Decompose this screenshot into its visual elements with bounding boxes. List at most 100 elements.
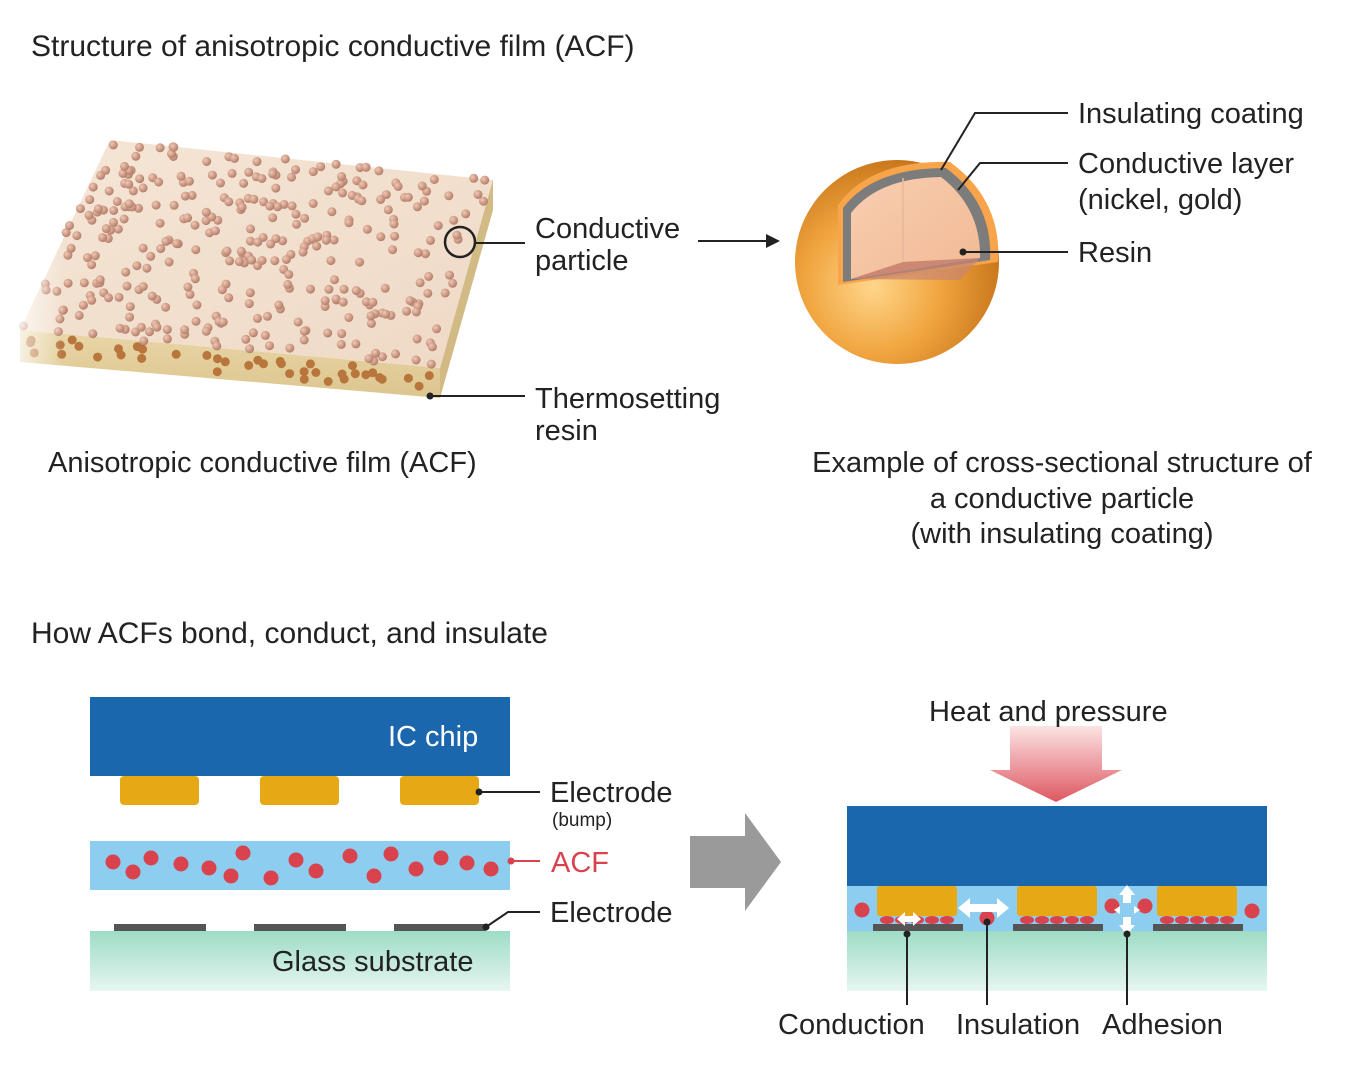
film-particle [440, 288, 450, 298]
conductive-particle-sphere [795, 160, 999, 364]
film-particle [253, 355, 263, 365]
acf-particle [223, 868, 239, 884]
film-particle [423, 288, 433, 298]
film-particle [260, 330, 270, 340]
film-particle [388, 245, 398, 255]
compressed-particle [1065, 916, 1079, 924]
film-particle [239, 178, 249, 188]
film-particle [275, 356, 285, 366]
film-particle [313, 232, 323, 242]
film-particle [411, 307, 421, 317]
bump-note: (bump) [552, 810, 613, 831]
film-particle [351, 339, 361, 349]
film-particle [265, 341, 274, 351]
film-particle [299, 367, 309, 377]
film-particle [287, 172, 296, 182]
film-particle [320, 296, 330, 306]
film-particle [357, 196, 367, 206]
film-particle [339, 284, 349, 294]
film-particle [249, 194, 259, 204]
film-particle [183, 282, 193, 292]
ic-chip-block [90, 697, 510, 776]
film-particle [389, 219, 399, 229]
film-particle [461, 209, 471, 219]
film-particle [227, 168, 237, 178]
section2-title: How ACFs bond, conduct, and insulate [31, 617, 548, 650]
film-particle [448, 278, 458, 288]
conductive-particle-label-1: Conductive [535, 213, 681, 245]
film-particle [271, 183, 281, 193]
film-particle [162, 334, 172, 344]
conduction-label: Conduction [778, 1009, 925, 1041]
film-particle [327, 207, 337, 217]
film-particle [421, 249, 430, 259]
film-caption: Anisotropic conductive film (ACF) [48, 447, 477, 479]
compressed-particle [1050, 916, 1064, 924]
film-particle [348, 361, 357, 371]
bump-2 [260, 776, 339, 805]
film-particle [405, 296, 415, 306]
film-particle [393, 181, 403, 191]
film-particle [306, 284, 315, 294]
film-particle [241, 334, 251, 344]
film-particle [414, 381, 424, 391]
glass-substrate-block [90, 931, 510, 991]
film-particle [222, 246, 232, 256]
free-particle [854, 902, 870, 918]
film-particle [361, 370, 371, 380]
film-particle [291, 209, 301, 219]
compressed-particle [925, 916, 939, 924]
substrate-electrode-2 [254, 924, 346, 931]
film-particle [236, 246, 246, 256]
film-particle [305, 359, 315, 369]
film-particle [338, 188, 347, 198]
compressed-particle [940, 916, 954, 924]
ic-chip-label: IC chip [388, 721, 479, 753]
bump-3 [400, 776, 479, 805]
film-particle [284, 269, 294, 279]
film-particle [344, 218, 354, 228]
film-particle [444, 191, 454, 201]
thermosetting-resin-label-1: Thermosetting [535, 383, 721, 415]
acf-particle [383, 846, 399, 862]
compressed-particle [1190, 916, 1204, 924]
insulation-label: Insulation [956, 1009, 1081, 1041]
film-particle [413, 248, 423, 258]
film-particle [344, 313, 354, 322]
film-particle [337, 172, 346, 181]
film-particle [412, 202, 422, 212]
acf-particle [105, 854, 121, 870]
film-particle [224, 197, 234, 207]
film-particle [308, 199, 318, 208]
compressed-particle [1020, 916, 1034, 924]
adhesion-label: Adhesion [1102, 1009, 1223, 1041]
compressed-particle [1080, 916, 1094, 924]
film-particle [211, 226, 220, 236]
acf-particle [263, 870, 279, 886]
film-particle [429, 175, 439, 184]
heat-pressure-label: Heat and pressure [929, 696, 1168, 728]
substrate-electrode-3 [394, 924, 486, 931]
film-particle [330, 275, 339, 285]
substrate-electrode-1 [114, 924, 206, 931]
acf-particle [459, 855, 475, 871]
acf-particle [235, 845, 251, 861]
film-particle [246, 224, 255, 234]
film-particle [245, 288, 255, 298]
film-particle [391, 349, 400, 359]
film-particle [366, 318, 376, 328]
electrode-bump-label: Electrode [550, 777, 673, 809]
conductive-layer-leader [957, 162, 1068, 191]
film-particle [350, 369, 360, 379]
film-particle [299, 326, 309, 336]
film-particle [285, 343, 295, 353]
film-particle [366, 311, 376, 321]
film-particle [390, 231, 400, 241]
film-particle [300, 213, 310, 223]
film-particle [292, 219, 301, 229]
film-particle [376, 232, 386, 242]
film-particle [417, 181, 427, 191]
film-particle [355, 257, 365, 267]
electrode-label: Electrode [550, 897, 673, 929]
film-particle [358, 180, 368, 190]
